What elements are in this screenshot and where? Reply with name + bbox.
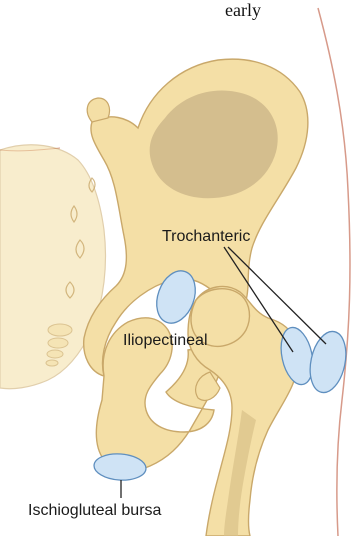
header-fragment: early [225, 0, 261, 20]
label-ischiogluteal-bursa: Ischiogluteal bursa [28, 502, 162, 519]
label-trochanteric: Trochanteric [162, 228, 250, 245]
label-iliopectineal: Iliopectineal [123, 332, 208, 349]
skin-outline [318, 8, 350, 536]
iliac-crest-notch [87, 98, 109, 122]
